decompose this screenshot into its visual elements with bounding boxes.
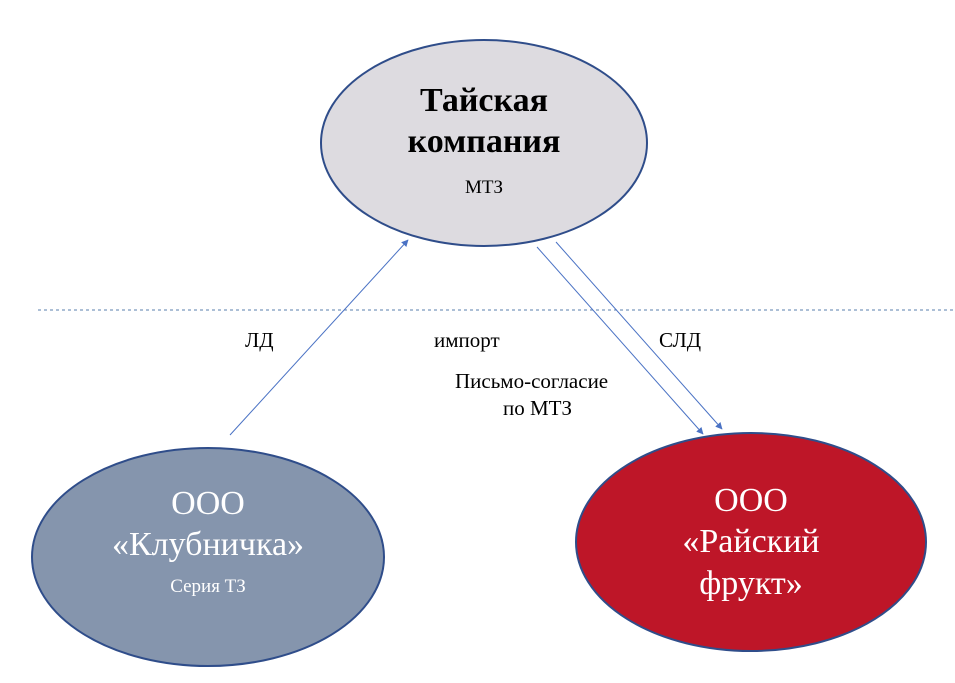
klubnichka-title: ООО «Клубничка»	[88, 483, 328, 566]
label-sld: СЛД	[659, 328, 702, 352]
label-letter-line2: по МТЗ	[503, 396, 573, 420]
thai-company-title-line2: компания	[407, 123, 561, 161]
node-thai-company-ellipse	[320, 39, 648, 247]
node-raisky-frukt-ellipse	[575, 432, 927, 652]
thai-company-title-line1: Тайская	[420, 82, 548, 119]
label-letter-line1: Письмо-согласие	[455, 369, 609, 393]
label-ld: ЛД	[245, 328, 274, 352]
klubnichka-title-line1: ООО	[171, 485, 245, 522]
raisky-frukt-title: ООО «Райский фрукт»	[631, 480, 871, 604]
raisky-frukt-title-line2: «Райский	[682, 523, 820, 561]
raisky-frukt-title-line1: ООО	[714, 482, 788, 519]
arrow-sld	[555, 241, 723, 430]
node-klubnichka-ellipse	[31, 447, 385, 667]
label-import: импорт	[434, 328, 500, 352]
klubnichka-title-line2: «Клубничка»	[111, 526, 305, 564]
raisky-frukt-title-line3: фрукт»	[699, 564, 803, 602]
arrow-letter	[536, 246, 704, 435]
arrow-ld	[229, 239, 409, 436]
klubnichka-subtitle: Серия ТЗ	[170, 576, 246, 597]
thai-company-title: Тайская компания	[384, 80, 584, 163]
thai-company-subtitle: МТЗ	[464, 177, 504, 198]
